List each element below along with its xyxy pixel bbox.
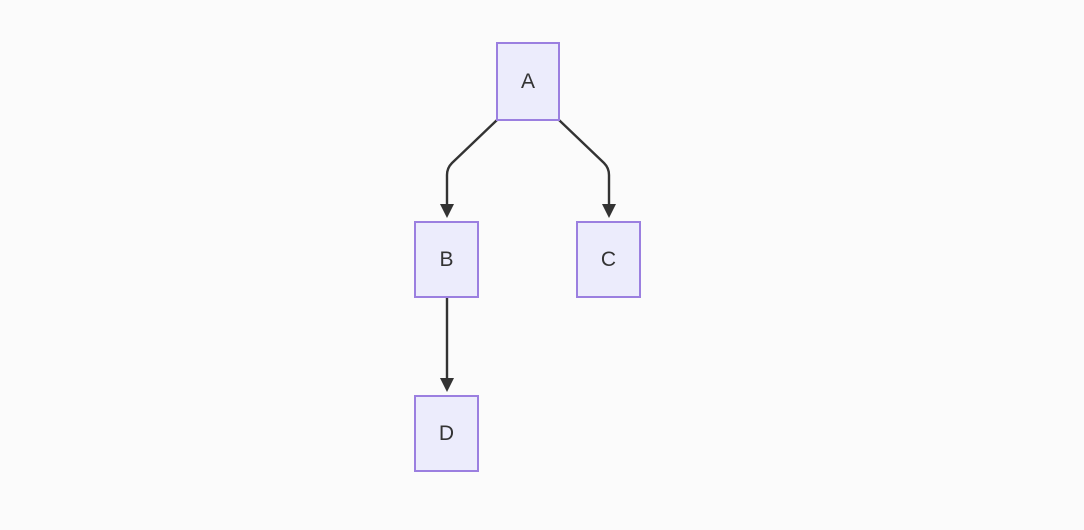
node-b[interactable]: B — [414, 221, 479, 298]
node-a-box — [496, 42, 560, 121]
edge-b-d-arrowhead-icon — [440, 378, 454, 392]
edge-a-b-line — [445, 119, 498, 204]
node-d-box — [414, 395, 479, 472]
edge-a-c[interactable] — [558, 119, 616, 218]
edge-b-d[interactable] — [440, 297, 454, 392]
node-b-label: B — [439, 248, 453, 271]
edge-a-b-arrowhead-icon — [440, 204, 454, 218]
node-d-label: D — [439, 422, 454, 445]
edge-a-c-line — [558, 119, 611, 204]
node-d[interactable]: D — [414, 395, 479, 472]
node-a[interactable]: A — [496, 42, 560, 121]
node-a-label: A — [521, 70, 535, 93]
node-c-label: C — [601, 248, 616, 271]
edge-layer — [440, 119, 616, 392]
edge-a-c-arrowhead-icon — [602, 204, 616, 218]
node-b-box — [414, 221, 479, 298]
node-c[interactable]: C — [576, 221, 641, 298]
node-layer: A B C D — [414, 42, 641, 472]
edge-a-b[interactable] — [440, 119, 498, 218]
node-c-box — [576, 221, 641, 298]
